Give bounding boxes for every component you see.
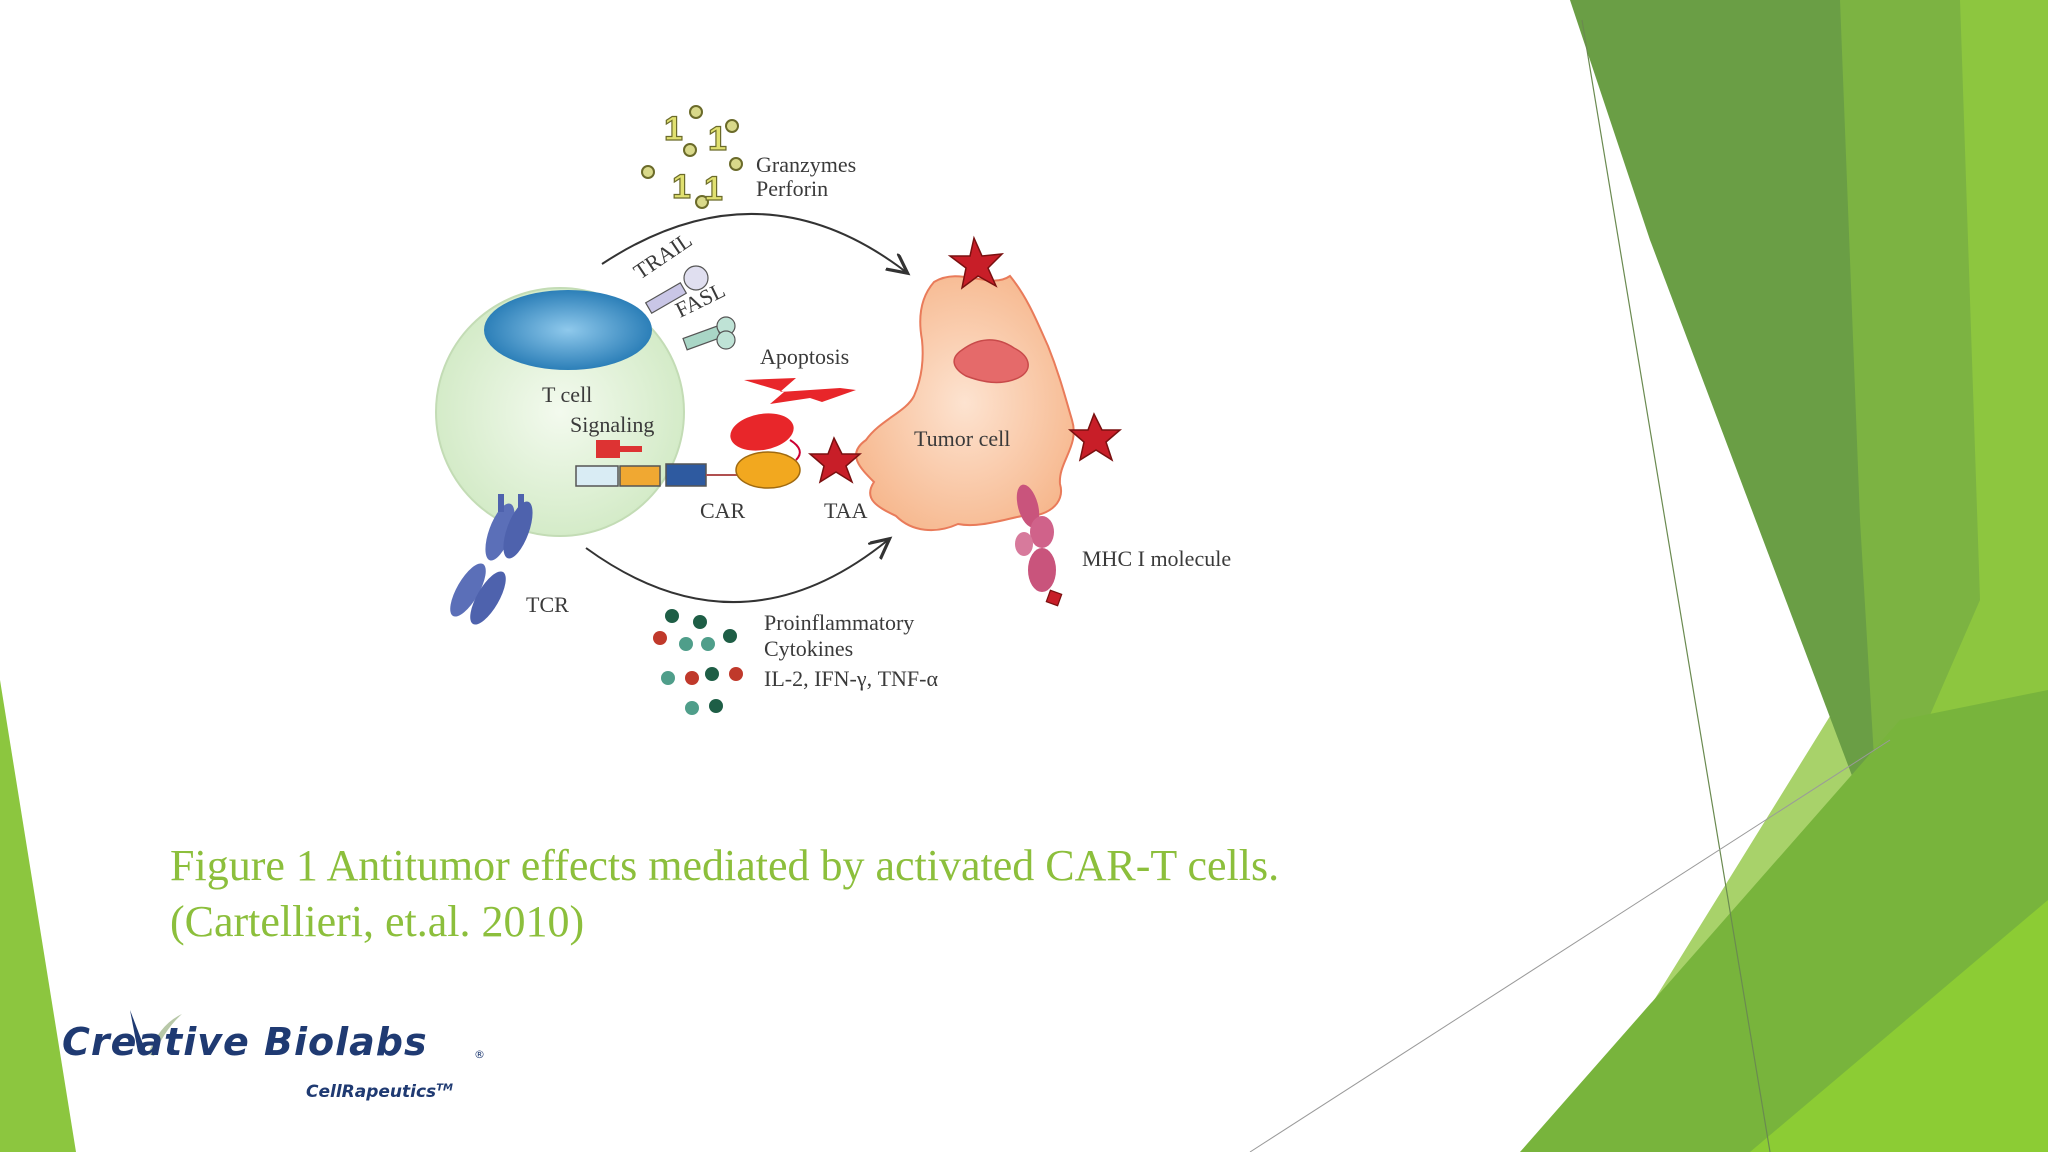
car-domain-2 — [619, 465, 661, 487]
right-dark-green-shape — [1570, 0, 1880, 850]
figure-caption: Figure 1 Antitumor effects mediated by a… — [170, 838, 1510, 950]
logo-main-text: Creative Biolabs — [62, 1020, 428, 1064]
tumor-nucleus — [953, 339, 1029, 384]
caption-line-1: Figure 1 Antitumor effects mediated by a… — [170, 841, 1280, 890]
svg-text:1: 1 — [704, 170, 723, 208]
signaling-arrow — [596, 440, 642, 458]
creative-biolabs-logo: Creative Biolabs ® CellRapeuticsTM — [62, 1008, 502, 1108]
t-cell-label: T cell — [542, 382, 592, 407]
taa-star-right — [1067, 412, 1123, 462]
mhc-label: MHC I molecule — [1082, 546, 1231, 571]
fasl-receptor — [682, 316, 736, 351]
mhc-molecule — [1015, 484, 1063, 607]
logo-subtitle: CellRapeuticsTM — [306, 1082, 453, 1102]
proinflammatory-label: Proinflammatory — [764, 610, 914, 635]
thin-divider-line-1 — [1581, 19, 1771, 1152]
svg-text:1: 1 — [708, 120, 727, 158]
car-label: CAR — [700, 498, 746, 523]
granzyme-particles: 1 1 1 1 — [641, 105, 743, 209]
bottom-bright-shape — [1750, 900, 2048, 1152]
car-scfv-orange — [735, 451, 801, 489]
perforin-label: Perforin — [756, 176, 828, 201]
top-arrow — [601, 212, 906, 272]
t-cell-nucleus — [484, 290, 652, 370]
car-scfv-red — [730, 413, 794, 451]
cytokine-particles — [653, 609, 743, 715]
signaling-label: Signaling — [570, 412, 654, 437]
taa-star-top — [947, 235, 1005, 290]
logo-trademark: TM — [436, 1082, 453, 1094]
logo-registered-mark: ® — [474, 1048, 485, 1061]
trail-receptor — [644, 265, 709, 315]
logo-swoosh-icon — [130, 1010, 182, 1056]
thin-divider-line-2 — [1249, 739, 1891, 1152]
car-domain-1 — [575, 465, 619, 487]
apoptosis-label: Apoptosis — [760, 344, 849, 369]
taa-label: TAA — [824, 498, 868, 523]
bottom-arrow — [585, 540, 888, 604]
cytokine-list-label: IL-2, IFN-γ, TNF-α — [764, 666, 938, 691]
left-green-bar — [0, 680, 76, 1152]
cytokines-label: Cytokines — [764, 636, 853, 661]
car-domain-3 — [665, 463, 707, 487]
logo-subtitle-text: CellRapeutics — [306, 1082, 437, 1102]
tumor-cell-body — [855, 274, 1075, 532]
taa-star-binding — [807, 436, 863, 484]
tcr-label: TCR — [526, 592, 569, 617]
svg-text:1: 1 — [672, 168, 691, 206]
svg-text:1: 1 — [664, 110, 683, 148]
granzymes-label: Granzymes — [756, 152, 856, 177]
apoptosis-bolt — [744, 378, 856, 404]
caption-line-2: (Cartellieri, et.al. 2010) — [170, 897, 585, 946]
car-loop — [789, 439, 801, 461]
tcr-receptor — [450, 494, 533, 625]
tumor-cell-label: Tumor cell — [914, 426, 1010, 451]
